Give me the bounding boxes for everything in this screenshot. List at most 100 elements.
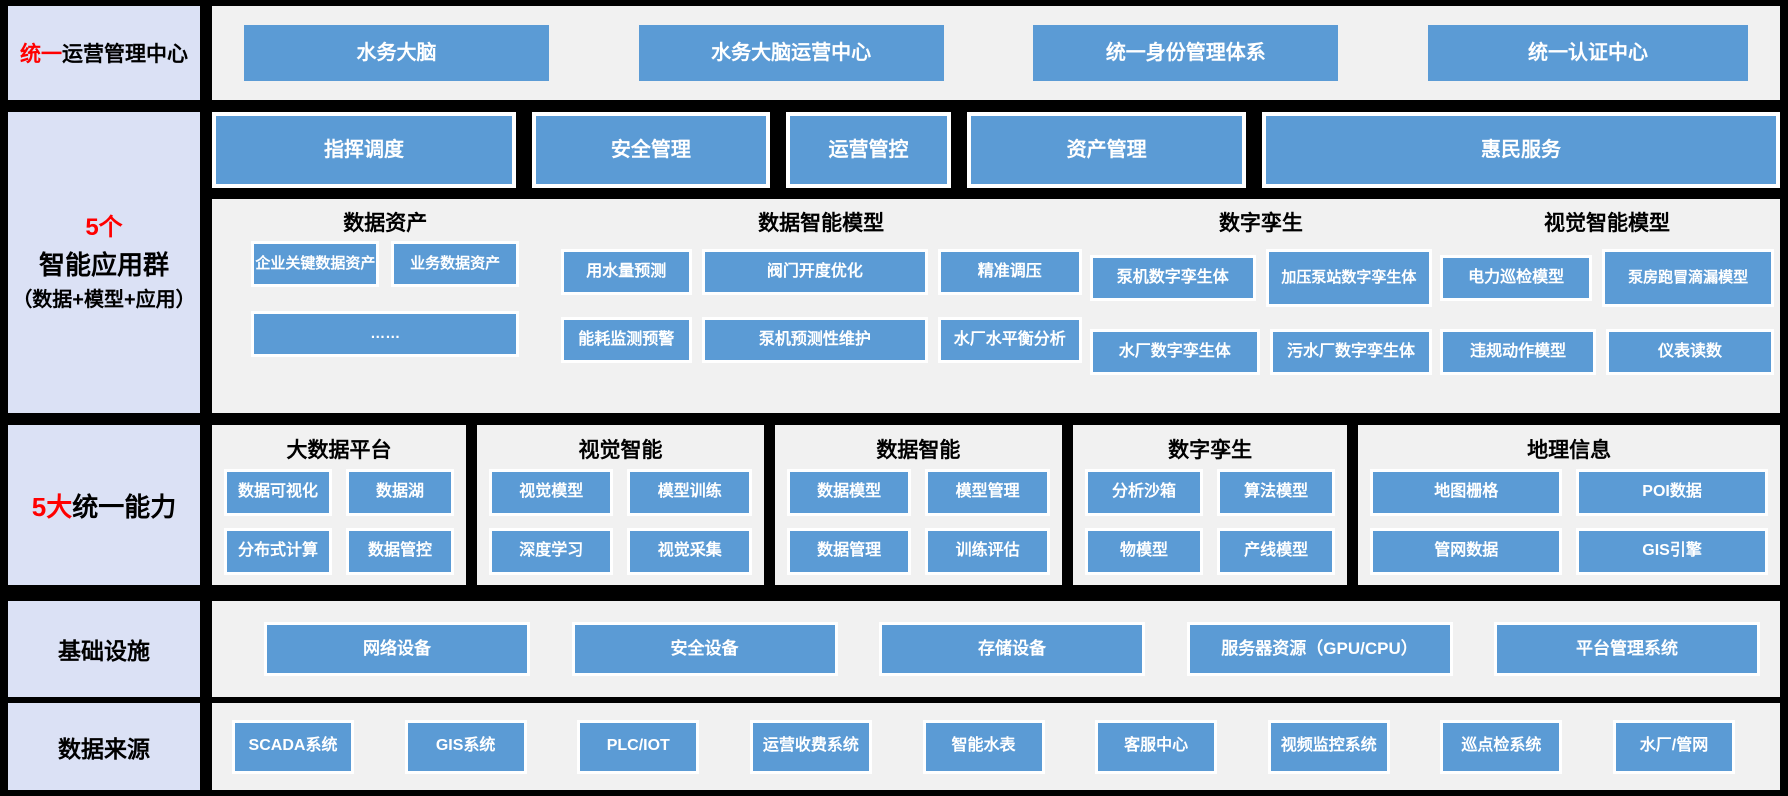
ops-center-label-text: 统一运营管理中心 — [20, 38, 188, 68]
box-security-equipment: 安全设备 — [571, 622, 838, 676]
box-map-raster: 地图栅格 — [1370, 469, 1563, 516]
box-business-data-assets: 业务数据资产 — [391, 241, 520, 287]
box-plant-water-balance-analysis: 水厂水平衡分析 — [937, 317, 1082, 363]
box-gis-engine: GIS引擎 — [1576, 528, 1768, 575]
capabilities-label-text: 5大统一能力 — [32, 487, 176, 524]
ops-center-label-rest: 运营管理中心 — [62, 43, 188, 66]
box-pump-digital-twin: 泵机数字孪生体 — [1089, 255, 1256, 301]
box-data-management: 数据管理 — [786, 528, 912, 575]
box-data-lake: 数据湖 — [346, 469, 455, 516]
box-pump-predictive-maintenance: 泵机预测性维护 — [702, 317, 928, 363]
app-groups-header-row: 指挥调度 安全管理 运营管控 资产管理 惠民服务 — [212, 112, 1780, 188]
box-sewage-plant-digital-twin: 污水厂数字孪生体 — [1269, 329, 1433, 375]
group-vision-models: 视觉智能模型 电力巡检模型 泵房跑冒滴漏模型 违规动作模型 仪表读数 — [1440, 203, 1774, 409]
box-scada-system: SCADA系统 — [232, 719, 354, 774]
panel-data-intelligence: 数据智能 数据模型 模型管理 数据管理 训练评估 — [774, 425, 1062, 585]
group-data-intelligence-models: 数据智能模型 用水量预测 阀门开度优化 精准调压 能耗监测预警 泵机预测性维护 … — [560, 203, 1082, 409]
box-vision-capture: 视觉采集 — [627, 528, 752, 575]
box-inspection-system: 巡点检系统 — [1440, 719, 1563, 774]
box-water-plant-pipe-network: 水厂/管网 — [1613, 719, 1735, 774]
group-data-intelligence-models-title: 数据智能模型 — [758, 212, 885, 235]
box-enterprise-key-data-assets: 企业关键数据资产 — [251, 241, 380, 287]
box-plc-iot: PLC/IOT — [577, 719, 700, 774]
panel-data-intelligence-grid: 数据模型 模型管理 数据管理 训练评估 — [786, 469, 1050, 575]
box-public-service: 惠民服务 — [1261, 112, 1780, 188]
box-pump-room-leakage-model: 泵房跑冒滴漏模型 — [1602, 249, 1774, 307]
panel-digital-twin-grid: 分析沙箱 算法模型 物模型 产线模型 — [1084, 469, 1336, 575]
box-valve-opening-optimization: 阀门开度优化 — [702, 249, 928, 295]
box-deep-learning: 深度学习 — [489, 528, 614, 575]
box-operation-control: 运营管控 — [785, 112, 952, 188]
capabilities-label: 5大统一能力 — [8, 425, 200, 585]
group-vision-models-row1: 电力巡检模型 泵房跑冒滴漏模型 — [1440, 249, 1774, 307]
box-server-resources: 服务器资源（GPU/CPU） — [1186, 622, 1453, 676]
box-meter-reading: 仪表读数 — [1606, 329, 1774, 375]
app-groups-label-line3: （数据+模型+应用） — [12, 289, 196, 311]
ops-center-label-highlight: 统一 — [20, 43, 62, 66]
panel-geographic-information: 地理信息 地图栅格 POI数据 管网数据 GIS引擎 — [1358, 425, 1780, 585]
group-data-intelligence-models-row1: 用水量预测 阀门开度优化 精准调压 — [560, 249, 1082, 295]
box-model-training: 模型训练 — [627, 469, 752, 516]
capabilities-label-highlight: 5大 — [31, 491, 73, 522]
box-violation-action-model: 违规动作模型 — [1440, 329, 1597, 375]
box-billing-system: 运营收费系统 — [749, 719, 872, 774]
box-ellipsis-more: …… — [251, 311, 520, 357]
box-water-plant-digital-twin: 水厂数字孪生体 — [1089, 329, 1260, 375]
box-auth-center: 统一认证中心 — [1427, 25, 1748, 81]
box-vision-model: 视觉模型 — [489, 469, 614, 516]
group-digital-twin-apps-title: 数字孪生 — [1218, 212, 1303, 235]
panel-big-data-platform-grid: 数据可视化 数据湖 分布式计算 数据管控 — [224, 469, 455, 575]
group-data-assets-row1: 企业关键数据资产 业务数据资产 — [251, 241, 520, 287]
group-vision-models-row2: 违规动作模型 仪表读数 — [1440, 329, 1774, 375]
box-network-equipment: 网络设备 — [264, 622, 530, 676]
infrastructure-label: 基础设施 — [8, 601, 200, 697]
band-capabilities: 5大统一能力 大数据平台 数据可视化 数据湖 分布式计算 数据管控 视觉智能 视… — [8, 425, 1780, 585]
panel-big-data-platform-title: 大数据平台 — [286, 439, 392, 462]
app-groups-content: 指挥调度 安全管理 运营管控 资产管理 惠民服务 数据资产 企业关键数据资产 业… — [212, 112, 1780, 413]
box-pipe-network-data: 管网数据 — [1370, 528, 1563, 575]
box-smart-water-meter: 智能水表 — [922, 719, 1045, 774]
box-data-visualization: 数据可视化 — [224, 469, 332, 516]
panel-big-data-platform: 大数据平台 数据可视化 数据湖 分布式计算 数据管控 — [212, 425, 467, 585]
box-water-usage-forecast: 用水量预测 — [560, 249, 693, 295]
box-storage-equipment: 存储设备 — [879, 622, 1145, 676]
box-precise-pressure-regulation: 精准调压 — [937, 249, 1082, 295]
data-sources-panel: SCADA系统 GIS系统 PLC/IOT 运营收费系统 智能水表 客服中心 视… — [212, 703, 1780, 790]
box-water-brain-ops-center: 水务大脑运营中心 — [638, 25, 944, 81]
box-customer-service-center: 客服中心 — [1095, 719, 1218, 774]
box-gis-system: GIS系统 — [404, 719, 527, 774]
box-thing-model: 物模型 — [1084, 528, 1204, 575]
group-data-intelligence-models-row2: 能耗监测预警 泵机预测性维护 水厂水平衡分析 — [560, 317, 1082, 363]
group-digital-twin-apps: 数字孪生 泵机数字孪生体 加压泵站数字孪生体 水厂数字孪生体 污水厂数字孪生体 — [1089, 203, 1433, 409]
panel-vision-intelligence-title: 视觉智能 — [578, 439, 663, 462]
box-energy-monitoring-warning: 能耗监测预警 — [560, 317, 693, 363]
box-safety-management: 安全管理 — [531, 112, 770, 188]
box-poi-data: POI数据 — [1576, 469, 1768, 516]
box-data-governance: 数据管控 — [346, 528, 455, 575]
box-asset-management: 资产管理 — [967, 112, 1246, 188]
group-digital-twin-apps-row2: 水厂数字孪生体 污水厂数字孪生体 — [1089, 329, 1433, 375]
data-sources-label: 数据来源 — [8, 703, 200, 790]
box-video-surveillance-system: 视频监控系统 — [1267, 719, 1390, 774]
box-model-management: 模型管理 — [925, 469, 1050, 516]
box-distributed-computing: 分布式计算 — [224, 528, 332, 575]
band-data-sources: 数据来源 SCADA系统 GIS系统 PLC/IOT 运营收费系统 智能水表 客… — [8, 703, 1780, 790]
band-app-groups: 5个 智能应用群 （数据+模型+应用） 指挥调度 安全管理 运营管控 资产管理 … — [8, 112, 1780, 413]
panel-digital-twin-title: 数字孪生 — [1168, 439, 1253, 462]
panel-vision-intelligence-grid: 视觉模型 模型训练 深度学习 视觉采集 — [489, 469, 752, 575]
infrastructure-panel: 网络设备 安全设备 存储设备 服务器资源（GPU/CPU） 平台管理系统 — [212, 601, 1780, 697]
box-platform-management-system: 平台管理系统 — [1494, 622, 1760, 676]
capabilities-label-rest: 统一能力 — [72, 491, 177, 522]
app-groups-label-line2: 智能应用群 — [38, 250, 169, 280]
box-command-dispatch: 指挥调度 — [212, 112, 516, 188]
ops-center-label: 统一运营管理中心 — [8, 6, 200, 100]
panel-digital-twin: 数字孪生 分析沙箱 算法模型 物模型 产线模型 — [1072, 425, 1348, 585]
band-infrastructure: 基础设施 网络设备 安全设备 存储设备 服务器资源（GPU/CPU） 平台管理系… — [8, 601, 1780, 697]
box-training-evaluation: 训练评估 — [925, 528, 1050, 575]
group-data-assets-row2: …… — [251, 311, 520, 357]
box-booster-station-digital-twin: 加压泵站数字孪生体 — [1265, 249, 1433, 307]
panel-data-intelligence-title: 数据智能 — [876, 439, 961, 462]
app-groups-panel: 数据资产 企业关键数据资产 业务数据资产 …… 数据智能模型 用水量预测 阀门开… — [212, 199, 1780, 413]
box-identity-management: 统一身份管理体系 — [1033, 25, 1339, 81]
